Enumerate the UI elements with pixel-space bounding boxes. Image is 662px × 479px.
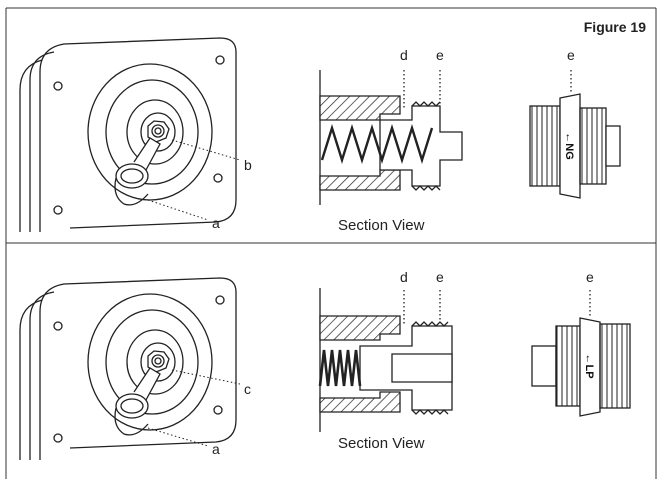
regulator-part-ng (529, 70, 621, 199)
valve-body-2 (19, 277, 237, 460)
callout-e: e (436, 269, 444, 285)
callout-fitting-b: b (244, 157, 252, 173)
callout-e: e (567, 47, 575, 63)
figure-title: Figure 19 (584, 19, 646, 35)
leader-line (171, 139, 241, 161)
row-2: c a d e Section View ←LP e (19, 269, 631, 460)
valve-body-1 (19, 37, 237, 232)
callout-fitting-c: c (244, 381, 251, 397)
section-view-caption: Section View (338, 435, 425, 452)
callout-e: e (436, 47, 444, 63)
callout-e: e (586, 269, 594, 285)
part-stamp-lp: ←LP (583, 353, 595, 378)
leader-line (147, 199, 209, 221)
part-stamp-ng: ←NG (563, 132, 575, 160)
section-view-2 (318, 288, 453, 432)
section-view-1 (319, 70, 463, 205)
section-view-caption: Section View (338, 217, 425, 234)
callout-body-a: a (212, 441, 220, 457)
callout-d: d (400, 269, 408, 285)
row-1: b a d e Section View ←NG (19, 37, 621, 234)
callout-d: d (400, 47, 408, 63)
regulator-part-lp (531, 290, 631, 417)
callout-body-a: a (212, 215, 220, 231)
leader-line (147, 427, 209, 447)
